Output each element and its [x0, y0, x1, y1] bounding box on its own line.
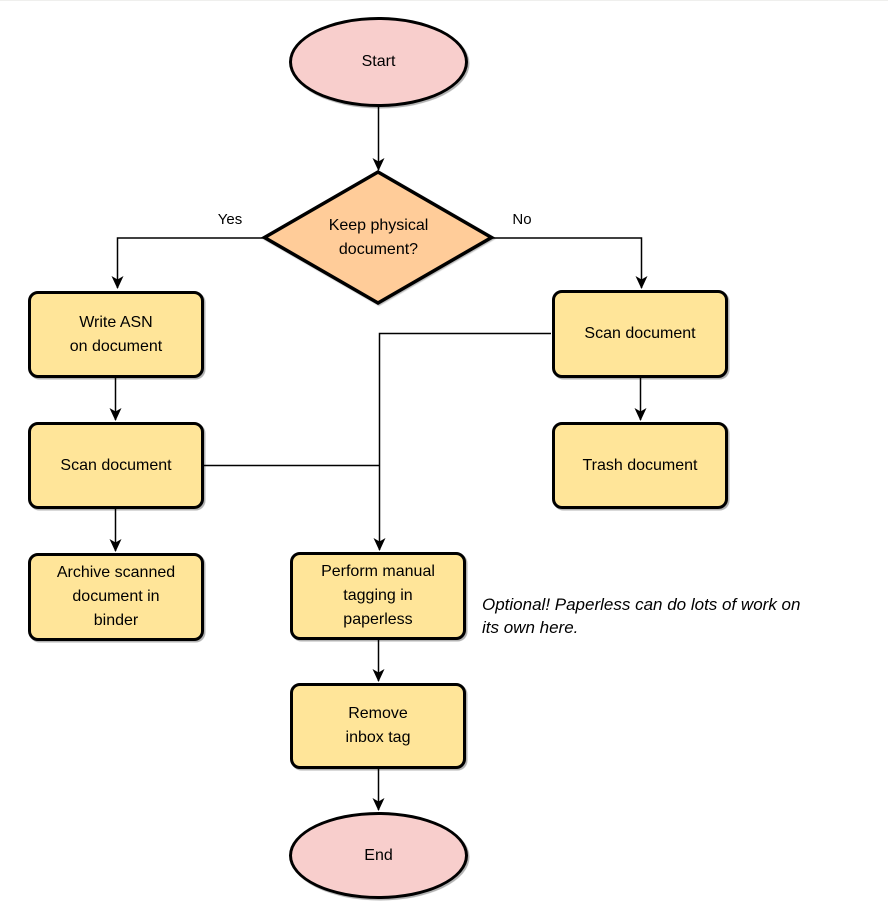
node-manual-tagging: Perform manual tagging in paperless — [290, 552, 466, 640]
page-bottom-divider — [0, 0, 888, 1]
node-scan-document-right-label: Scan document — [584, 325, 696, 342]
node-start: Start — [289, 17, 468, 107]
node-archive-scanned-label: Archive scanned document in binder — [56, 564, 176, 629]
annotation-optional-note: Optional! Paperless can do lots of work … — [482, 595, 801, 637]
node-remove-inbox-tag-label: Remove inbox tag — [345, 705, 411, 746]
decision-diamond-shape — [260, 169, 496, 306]
edge-decision-no-to-scan-right — [492, 237, 648, 289]
edge-scan-right-to-tagging — [373, 332, 551, 551]
node-remove-inbox-tag: Remove inbox tag — [290, 683, 466, 769]
node-archive-scanned: Archive scanned document in binder — [28, 553, 204, 641]
node-manual-tagging-label: Perform manual tagging in paperless — [321, 563, 435, 628]
node-write-asn-label: Write ASN on document — [69, 313, 163, 355]
node-scan-document-left: Scan document — [28, 422, 204, 509]
decision-text: Keep physical document? — [328, 216, 429, 258]
node-decision-label: Keep physical document? — [265, 172, 492, 303]
edge-label-yes: Yes — [217, 211, 243, 228]
node-scan-document-right: Scan document — [552, 290, 728, 378]
edge-decision-yes-to-write-asn — [111, 237, 264, 289]
node-trash-document: Trash document — [552, 422, 728, 509]
node-start-label: Start — [361, 53, 396, 70]
node-end-label: End — [364, 846, 393, 864]
node-write-asn: Write ASN on document — [28, 291, 204, 378]
edge-label-no: No — [512, 211, 532, 228]
node-end: End — [289, 812, 468, 899]
node-scan-document-left-label: Scan document — [60, 456, 172, 474]
node-trash-document-label: Trash document — [582, 456, 698, 474]
